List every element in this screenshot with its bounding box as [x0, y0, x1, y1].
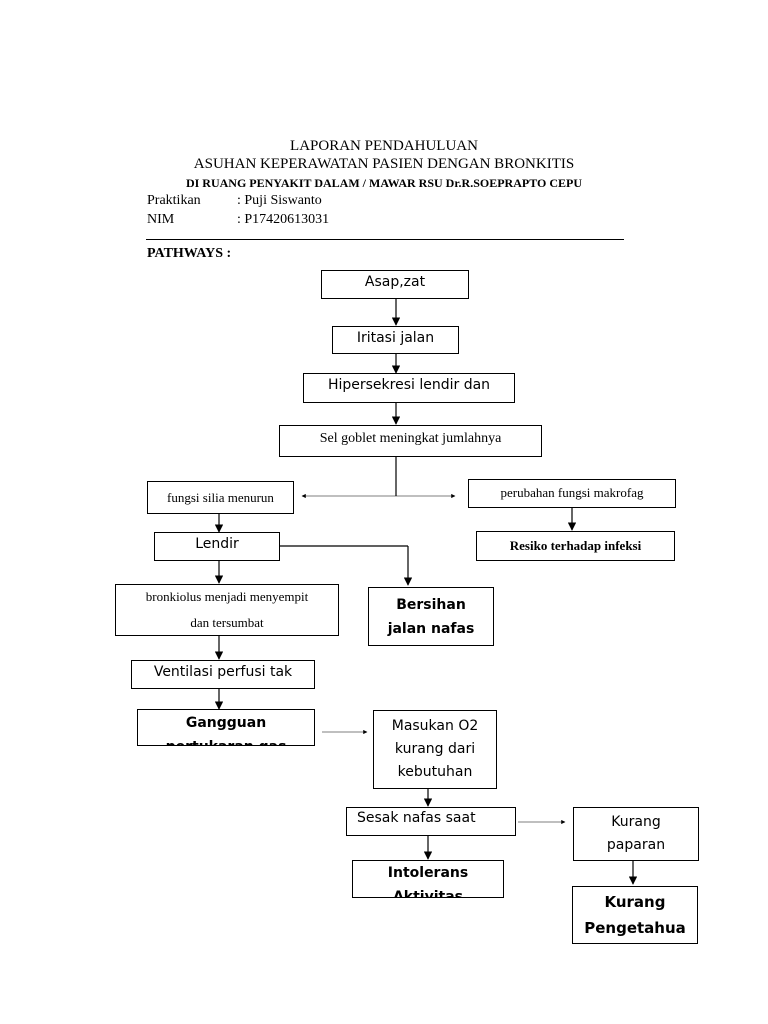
node-ventilasi-perfusi: Ventilasi perfusi tak	[131, 660, 315, 689]
node-iritasi-jalan: Iritasi jalan	[332, 326, 459, 354]
node-kurang-pengetahuan: Kurang Pengetahua	[572, 886, 698, 944]
node-kurang-paparan-line1: Kurang	[611, 814, 661, 830]
node-resiko-infeksi: Resiko terhadap infeksi	[476, 531, 675, 561]
node-bersihan-line2: jalan nafas	[387, 620, 475, 637]
node-masukan-line1: Masukan O2	[391, 718, 479, 734]
node-intoleransi-line1: Intolerans	[387, 865, 469, 881]
node-resiko-infeksi-label: Resiko terhadap infeksi	[509, 538, 642, 553]
node-iritasi-jalan-label: Iritasi jalan	[356, 330, 435, 346]
nim-label: NIM	[147, 212, 175, 227]
nim-value: : P17420613031	[237, 212, 330, 227]
node-bersihan-jalan-nafas: Bersihan jalan nafas	[368, 587, 494, 646]
node-perubahan-makrofag-label: perubahan fungsi makrofag	[500, 485, 644, 500]
node-sesak-label: Sesak nafas saat	[357, 810, 476, 826]
node-gangguan-line1: Gangguan	[185, 715, 267, 731]
node-pengetahuan-line2: Pengetahua	[584, 919, 686, 937]
node-masukan-line3: kebutuhan	[397, 764, 473, 780]
node-kurang-paparan: Kurang paparan	[573, 807, 699, 861]
node-intoleransi-aktivitas: Intolerans Aktivitas	[352, 860, 504, 898]
node-bronkiolus: bronkiolus menjadi menyempit dan tersumb…	[115, 584, 339, 636]
node-lendir-label: Lendir	[195, 536, 239, 552]
pathways-label: PATHWAYS :	[147, 246, 232, 261]
node-perubahan-makrofag: perubahan fungsi makrofag	[468, 479, 676, 508]
header-divider	[146, 239, 624, 240]
report-location: DI RUANG PENYAKIT DALAM / MAWAR RSU Dr.R…	[185, 176, 583, 190]
node-fungsi-silia: fungsi silia menurun	[147, 481, 294, 514]
node-fungsi-silia-label: fungsi silia menurun	[167, 489, 274, 505]
node-hipersekresi-label: Hipersekresi lendir dan	[327, 377, 491, 393]
node-sel-goblet-label: Sel goblet meningkat jumlahnya	[319, 431, 502, 446]
praktikan-label: Praktikan	[147, 193, 201, 208]
node-asap-zat-label: Asap,zat	[364, 274, 426, 290]
report-title: LAPORAN PENDAHULUAN	[290, 138, 478, 154]
node-sel-goblet: Sel goblet meningkat jumlahnya	[279, 425, 542, 457]
node-masukan-o2: Masukan O2 kurang dari kebutuhan	[373, 710, 497, 789]
node-asap-zat: Asap,zat	[321, 270, 469, 299]
node-kurang-paparan-line2: paparan	[606, 837, 666, 853]
node-hipersekresi: Hipersekresi lendir dan	[303, 373, 515, 403]
node-sesak-nafas: Sesak nafas saat	[346, 807, 516, 836]
node-bersihan-line1: Bersihan	[396, 596, 466, 613]
node-ventilasi-label: Ventilasi perfusi tak	[153, 664, 293, 680]
node-lendir: Lendir	[154, 532, 280, 561]
node-gangguan-line2: pertukaran gas	[166, 735, 287, 745]
praktikan-value: : Puji Siswanto	[237, 193, 322, 208]
node-bronkiolus-line2: dan tersumbat	[190, 615, 264, 630]
node-bronkiolus-line1: bronkiolus menjadi menyempit	[145, 589, 309, 604]
node-gangguan-pertukaran-gas: Gangguan pertukaran gas	[137, 709, 315, 746]
node-masukan-line2: kurang dari	[394, 741, 476, 757]
report-subtitle: ASUHAN KEPERAWATAN PASIEN DENGAN BRONKIT…	[193, 156, 575, 172]
node-pengetahuan-line1: Kurang	[604, 893, 666, 911]
node-intoleransi-line2: Aktivitas	[392, 889, 464, 898]
